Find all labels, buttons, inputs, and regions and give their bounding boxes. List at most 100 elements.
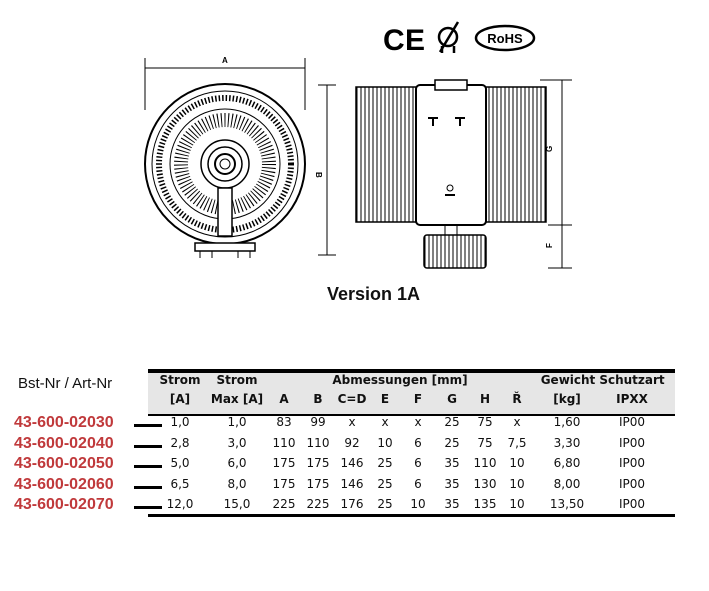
table-cell: x (513, 415, 521, 429)
header-col: [A] (169, 392, 191, 406)
dim-g-label: G (545, 146, 554, 152)
header-strom-max: Strom (216, 373, 258, 387)
part-number: 43-600-02070 (14, 496, 114, 513)
table-cell: 6,5 (170, 477, 190, 491)
table-cell: 3,30 (553, 436, 581, 450)
table-cell: 6,80 (553, 456, 581, 470)
table-cell: 25 (444, 436, 460, 450)
table-cell: 110 (473, 456, 497, 470)
header-col: IPXX (616, 392, 648, 406)
table-cell: 6 (414, 477, 422, 491)
table-cell: 75 (477, 436, 493, 450)
table-cell: 5,0 (170, 456, 190, 470)
header-gewicht: Gewicht (540, 373, 596, 387)
table-cell: 3,0 (227, 436, 247, 450)
header-col: Ř (512, 392, 522, 406)
table-cell: 10 (509, 477, 525, 491)
table-cell: 75 (477, 415, 493, 429)
version-label: Version 1A (327, 284, 421, 304)
front-view (144, 58, 336, 258)
leader-line (134, 445, 162, 448)
table-cell: 1,0 (170, 415, 190, 429)
table-cell: IP00 (618, 456, 646, 470)
table-cell: 2,8 (170, 436, 190, 450)
table-header-background (148, 369, 675, 416)
table-cell: 8,00 (553, 477, 581, 491)
ce-mark-icon: C E (383, 24, 425, 57)
table-cell: 8,0 (227, 477, 247, 491)
table-cell: 83 (276, 415, 292, 429)
dim-b-label: B (314, 172, 323, 178)
table-cell: 225 (272, 497, 296, 511)
table-cell: 7,5 (507, 436, 527, 450)
table-cell: 175 (272, 477, 296, 491)
table-cell: 130 (473, 477, 497, 491)
svg-text:E: E (405, 24, 425, 57)
table-cell: 146 (340, 477, 364, 491)
table-cell: 25 (377, 477, 393, 491)
rohs-mark-icon: RoHS (474, 24, 536, 52)
table-cell: IP00 (618, 477, 646, 491)
table-cell: 110 (272, 436, 296, 450)
table-cell: 10 (410, 497, 426, 511)
table-cell: 99 (310, 415, 326, 429)
table-cell: 13,50 (549, 497, 585, 511)
table-cell: 25 (377, 497, 393, 511)
header-col: F (413, 392, 423, 406)
table-cell: IP00 (618, 415, 646, 429)
table-cell: 225 (306, 497, 330, 511)
dim-f-label: F (545, 243, 554, 248)
leader-line (134, 506, 162, 509)
table-cell: 10 (509, 456, 525, 470)
header-schutzart: Schutzart (599, 373, 665, 387)
table-cell: 1,60 (553, 415, 581, 429)
dim-a-label: A (222, 56, 228, 65)
technical-drawing: C E RoHS A B (144, 21, 572, 269)
table-cell: x (414, 415, 422, 429)
svg-text:C: C (383, 24, 405, 57)
side-view (355, 79, 572, 269)
header-col: [kg] (553, 392, 581, 406)
table-cell: 6 (414, 436, 422, 450)
table-cell: 1,0 (227, 415, 247, 429)
header-col: H (479, 392, 491, 406)
table-cell: 25 (444, 415, 460, 429)
table-cell: IP00 (618, 436, 646, 450)
table-cell: IP00 (618, 497, 646, 511)
part-number: 43-600-02040 (14, 435, 114, 452)
table-cell: 110 (306, 436, 330, 450)
table-cell: x (381, 415, 389, 429)
table-cell: 10 (377, 436, 393, 450)
table-cell: 176 (340, 497, 364, 511)
part-number-header: Bst-Nr / Art-Nr (18, 375, 113, 392)
table-bottom-rule (148, 514, 675, 517)
header-col: G (447, 392, 457, 406)
table-cell: 146 (340, 456, 364, 470)
table-cell: x (348, 415, 356, 429)
table-cell: 15,0 (223, 497, 251, 511)
header-strom: Strom (159, 373, 201, 387)
leader-line (134, 424, 162, 427)
table-cell: 25 (377, 456, 393, 470)
table-cell: 135 (473, 497, 497, 511)
table-cell: 35 (444, 497, 460, 511)
leader-line (134, 486, 162, 489)
table-cell: 175 (306, 477, 330, 491)
table-cell: 6 (414, 456, 422, 470)
table-cell: 12,0 (166, 497, 194, 511)
header-abmessungen: Abmessungen [mm] (332, 373, 468, 387)
table-cell: 10 (509, 497, 525, 511)
part-number: 43-600-02050 (14, 455, 114, 472)
header-col: B (313, 392, 323, 406)
header-col: Max [A] (210, 392, 264, 406)
leader-line (134, 465, 162, 468)
header-col: E (380, 392, 390, 406)
transformer-symbol-icon (437, 21, 460, 53)
table-cell: 175 (272, 456, 296, 470)
table-cell: 175 (306, 456, 330, 470)
header-col: A (279, 392, 289, 406)
svg-text:RoHS: RoHS (487, 31, 523, 46)
table-cell: 92 (344, 436, 360, 450)
part-number: 43-600-02030 (14, 414, 114, 431)
